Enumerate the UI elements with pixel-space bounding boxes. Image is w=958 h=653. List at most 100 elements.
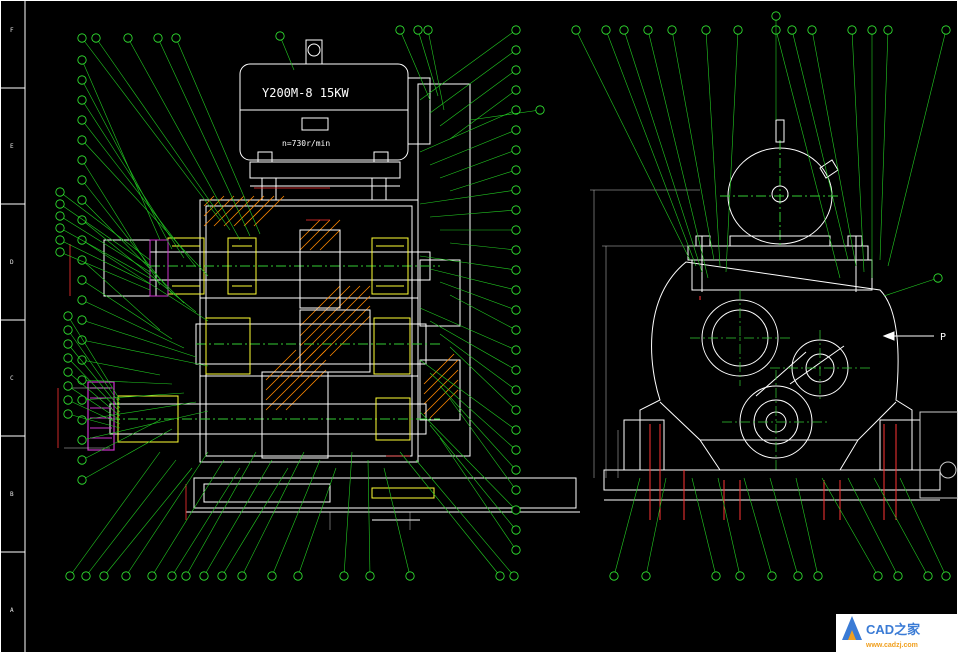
watermark-logo-icon — [842, 616, 862, 640]
leader-line — [439, 149, 517, 179]
zone-label-d: D — [10, 259, 14, 266]
leader-line — [575, 29, 691, 261]
part-balloon — [511, 365, 521, 375]
leader-line — [887, 29, 947, 267]
part-balloon — [923, 571, 933, 581]
leader-line — [419, 109, 517, 153]
part-balloon — [63, 367, 73, 377]
part-balloon — [807, 25, 817, 35]
part-balloon — [55, 199, 65, 209]
leader-line — [171, 467, 241, 577]
leader-line — [851, 29, 865, 273]
leader-line — [67, 357, 121, 413]
side-motor — [720, 119, 840, 248]
part-balloon — [55, 187, 65, 197]
leader-line — [81, 410, 209, 441]
part-balloon — [511, 225, 521, 235]
leader-line — [439, 281, 517, 311]
leader-line — [623, 29, 703, 273]
side-anchor-bolts — [649, 296, 897, 520]
part-balloon — [511, 145, 521, 155]
part-balloon — [77, 175, 87, 185]
leader-line — [419, 359, 517, 431]
part-balloon — [77, 475, 87, 485]
part-balloon — [275, 31, 285, 41]
part-balloon — [511, 265, 521, 275]
leader-line — [449, 294, 517, 331]
part-balloon — [511, 305, 521, 315]
zone-label-a: A — [10, 607, 14, 614]
part-balloon — [495, 571, 505, 581]
leader-line — [59, 191, 151, 261]
side-base — [603, 419, 941, 501]
dimension-lines-right — [590, 189, 700, 478]
part-balloon — [511, 245, 521, 255]
leader-line — [449, 242, 517, 251]
part-balloon — [77, 355, 87, 365]
zone-label-c: C — [10, 375, 14, 382]
leader-line — [81, 319, 197, 358]
leader-line — [203, 459, 273, 577]
leader-line — [81, 37, 221, 221]
part-balloon — [99, 571, 109, 581]
leader-line — [367, 459, 371, 577]
part-balloon — [511, 505, 521, 515]
part-balloon — [339, 571, 349, 581]
leader-line — [67, 329, 121, 405]
leader-line — [125, 451, 209, 577]
part-balloon — [77, 155, 87, 165]
part-balloon — [77, 55, 87, 65]
part-balloon — [63, 409, 73, 419]
leader-line — [81, 99, 185, 259]
leader-line — [185, 451, 257, 577]
leader-line — [103, 467, 193, 577]
part-balloon — [511, 405, 521, 415]
leader-line — [81, 428, 173, 481]
part-balloon — [701, 25, 711, 35]
part-balloon — [77, 435, 87, 445]
view-direction-label: P — [940, 332, 946, 343]
part-balloon — [413, 25, 423, 35]
leader-line — [81, 279, 173, 340]
leader-line — [67, 399, 121, 425]
part-balloon — [171, 33, 181, 43]
leader-line — [127, 37, 241, 241]
part-balloon — [91, 33, 101, 43]
leader-line — [419, 307, 517, 351]
motor-speed-label: n=730r/min — [282, 139, 330, 148]
part-balloon — [365, 571, 375, 581]
part-balloon — [181, 571, 191, 581]
leader-line — [705, 29, 721, 267]
leader-line — [429, 129, 517, 166]
part-balloon — [55, 211, 65, 221]
leader-line — [81, 419, 161, 461]
leader-line — [67, 371, 121, 417]
leader-line — [59, 203, 151, 267]
motor-body — [239, 39, 431, 179]
motor-model-label: Y200M-8 15KW — [262, 86, 349, 100]
part-balloon — [63, 339, 73, 349]
part-balloon — [511, 185, 521, 195]
part-balloon — [511, 425, 521, 435]
leader-line — [671, 29, 715, 261]
gearbox-housing — [199, 83, 471, 463]
front-section-view: Y200M-8 15KW n=730r/min — [57, 39, 580, 530]
leader-line — [873, 477, 929, 577]
gears — [261, 229, 371, 459]
leader-line — [67, 315, 121, 401]
dimension-marks-left — [57, 187, 410, 520]
leader-line — [69, 451, 161, 577]
leader-line — [59, 251, 151, 291]
leader-line — [157, 37, 251, 237]
part-balloon — [511, 285, 521, 295]
leader-line — [439, 385, 517, 471]
part-balloon — [787, 25, 797, 35]
leader-line — [469, 109, 541, 121]
part-balloon — [55, 247, 65, 257]
part-balloon — [711, 571, 721, 581]
watermark-brand: CAD之家 — [866, 622, 921, 637]
part-balloon — [509, 571, 519, 581]
leader-line — [775, 29, 841, 279]
